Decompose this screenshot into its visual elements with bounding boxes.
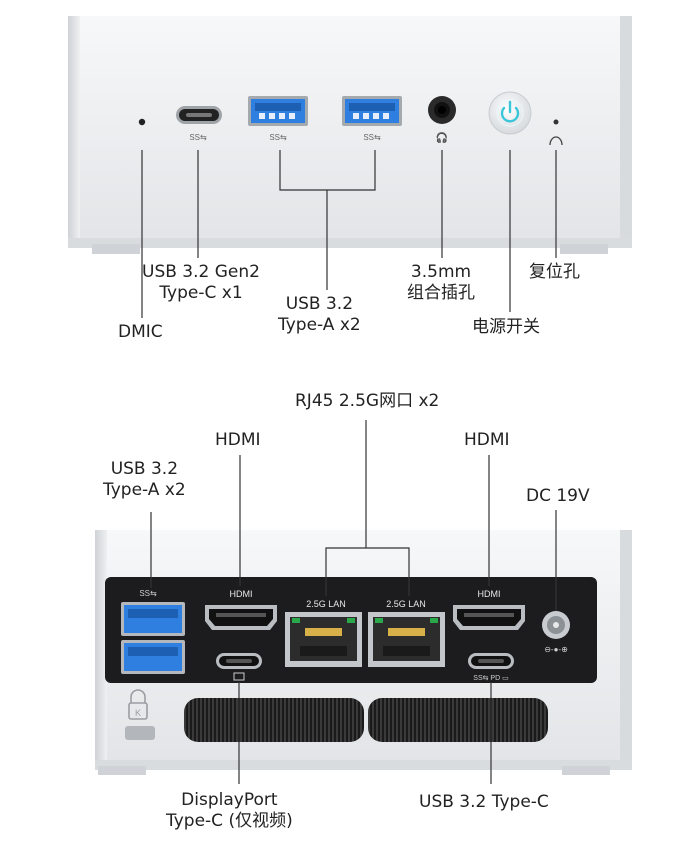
front-usba-port-2: SS⇆ [342, 96, 402, 142]
label-usbc-gen2-text: USB 3.2 Gen2 Type-C x1 [142, 262, 260, 303]
rear-hdmi-right [453, 605, 525, 630]
dmic-hole [138, 118, 146, 126]
front-audio-jack: 🎧 [428, 96, 456, 144]
kensington-lock-icon: K [125, 689, 155, 740]
label-dc: DC 19V [526, 486, 590, 506]
label-rear-usba: USB 3.2 Type-A x2 [103, 459, 186, 500]
label-power: 电源开关 [472, 317, 540, 337]
reset-hole [549, 119, 563, 146]
power-button [488, 91, 532, 135]
svg-text:⊖-●-⊕: ⊖-●-⊕ [544, 645, 568, 654]
rear-leader-lines [150, 420, 557, 784]
lan-right-panel-text: 2.5G LAN [386, 599, 426, 609]
hdmi-right-panel-text: HDMI [478, 589, 501, 599]
rear-vents [184, 698, 548, 742]
rear-displayport-usbc [216, 653, 262, 681]
label-dmic: DMIC [118, 322, 163, 342]
lan-left-panel-text: 2.5G LAN [306, 599, 346, 609]
front-leader-lines [141, 150, 557, 318]
hdmi-left-panel-text: HDMI [230, 589, 253, 599]
label-usbc-gen2: USB 3.2 Gen2 Type-C x1 [142, 262, 260, 304]
label-rear-usbc: USB 3.2 Type-C [419, 792, 549, 812]
label-front-usba: USB 3.2 Type-A x2 [278, 294, 361, 335]
rear-rj45-left [285, 612, 362, 667]
front-chassis [68, 16, 632, 254]
rear-rj45-right [368, 612, 445, 667]
label-audio-jack: 3.5mm 组合插孔 [407, 262, 475, 303]
label-reset: 复位孔 [529, 262, 580, 282]
svg-text:SS⇆: SS⇆ [269, 133, 287, 142]
rear-usba-ports [121, 602, 185, 674]
rear-dc-jack: ⊖-●-⊕ [542, 611, 570, 654]
svg-text:K: K [135, 708, 141, 718]
svg-text:🎧: 🎧 [436, 131, 448, 144]
svg-text:SS⇆: SS⇆ [363, 133, 381, 142]
svg-text:SS⇆ PD ▭: SS⇆ PD ▭ [473, 675, 508, 682]
label-displayport: DisplayPort Type-C (仅视频) [166, 790, 293, 831]
front-usbc-port: SS⇆ [176, 106, 222, 142]
front-usba-port-1: SS⇆ [248, 96, 308, 142]
label-hdmi-right: HDMI [464, 430, 510, 450]
label-hdmi-left: HDMI [215, 430, 261, 450]
svg-text:SS⇆: SS⇆ [139, 589, 157, 598]
rear-usbc: SS⇆ PD ▭ [468, 653, 514, 682]
rear-hdmi-left [205, 605, 277, 630]
label-rj45: RJ45 2.5G网口 x2 [295, 391, 440, 411]
svg-text:SS⇆: SS⇆ [189, 133, 207, 142]
